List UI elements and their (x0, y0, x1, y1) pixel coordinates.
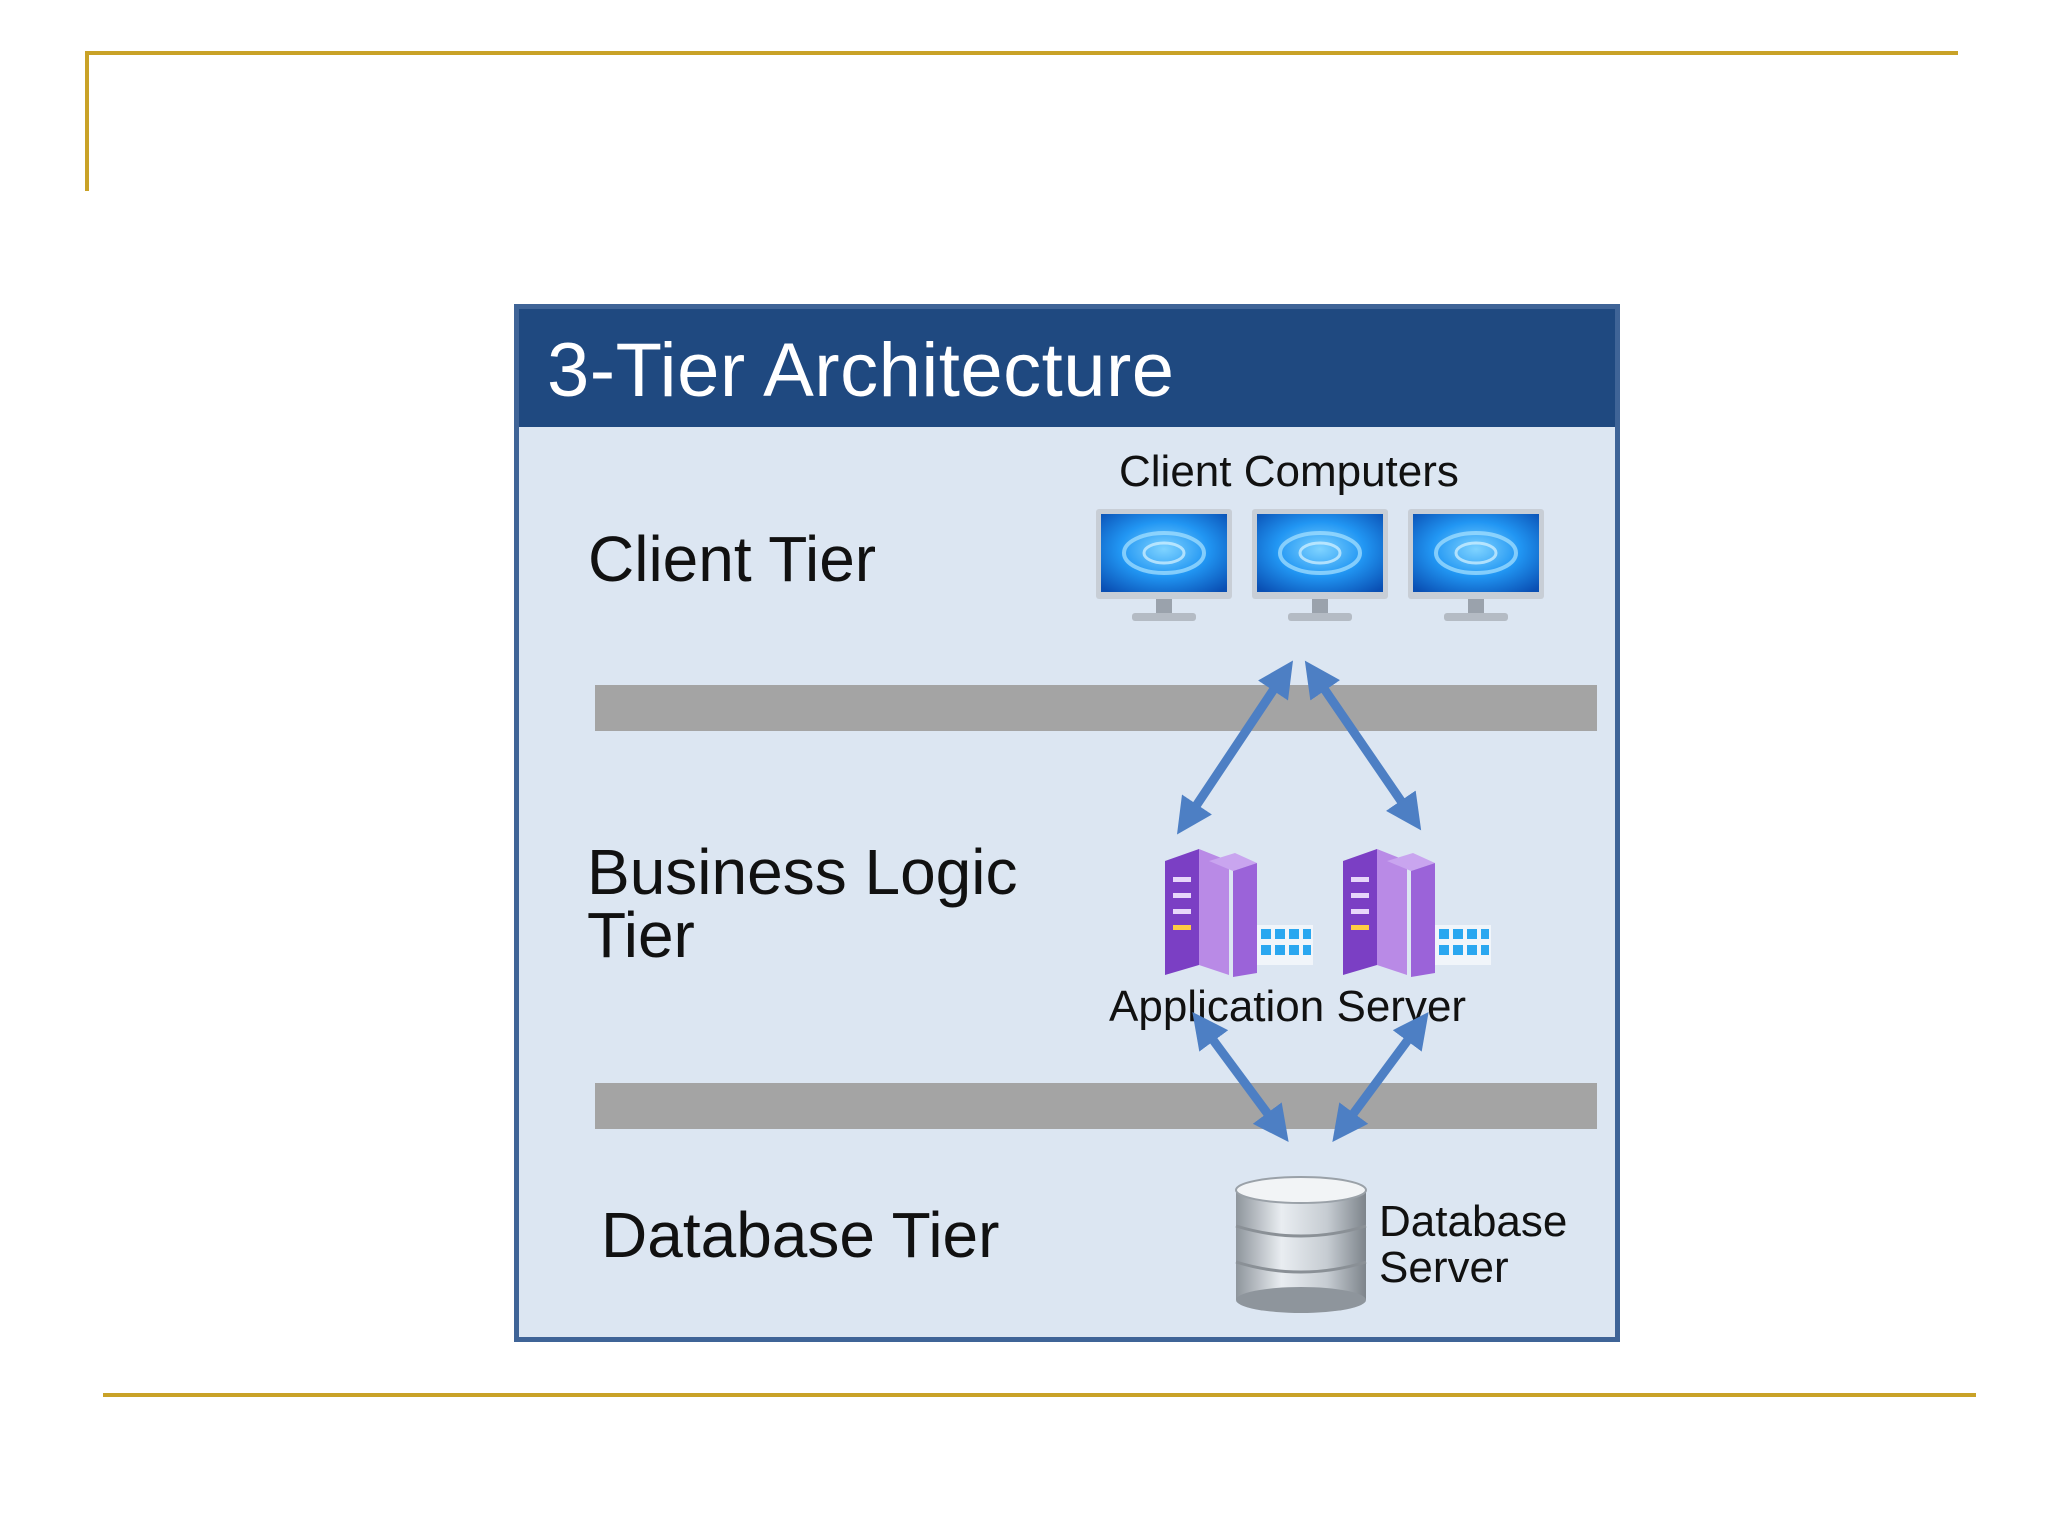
monitor-icon (1408, 509, 1544, 621)
server-rack-icon (1343, 849, 1491, 977)
slide-left-rule (85, 51, 89, 191)
tier-separator-band-bottom (595, 1083, 1597, 1129)
slide-top-rule (85, 51, 1958, 55)
double-headed-arrow-icon (1192, 1011, 1289, 1143)
server-rack-icon (1165, 849, 1313, 977)
arrow-layer (1177, 660, 1429, 1143)
client-tier-label: Client Tier (588, 523, 877, 595)
slide-bottom-rule (103, 1393, 1976, 1397)
double-headed-arrow-icon (1332, 1011, 1429, 1143)
database-server-label-line2: Server (1379, 1243, 1509, 1292)
monitor-icon (1096, 509, 1232, 621)
double-headed-arrow-icon (1177, 660, 1293, 835)
database-tier-label: Database Tier (601, 1199, 1000, 1271)
client-computers-label: Client Computers (1119, 447, 1459, 496)
business-logic-tier-label-line2: Tier (587, 899, 695, 971)
tier-separator-band-top (595, 685, 1597, 731)
monitor-icon (1252, 509, 1388, 621)
business-logic-tier-label-line1: Business Logic (587, 836, 1018, 908)
diagram-header: 3-Tier Architecture (519, 309, 1615, 427)
diagram-frame: 3-Tier Architecture Client Tier Business… (514, 304, 1620, 1342)
double-headed-arrow-icon (1304, 660, 1422, 831)
diagram-title: 3-Tier Architecture (547, 328, 1175, 413)
database-cylinder-icon (1235, 1176, 1367, 1313)
database-server-label-line1: Database (1379, 1197, 1568, 1246)
